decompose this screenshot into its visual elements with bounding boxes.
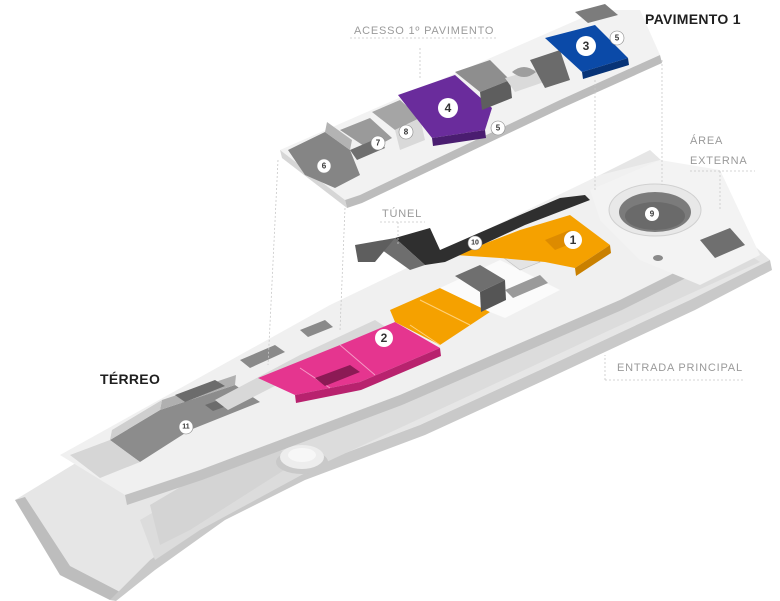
svg-text:8: 8 xyxy=(404,128,409,137)
marker-1[interactable]: 1 xyxy=(564,231,582,249)
marker-9[interactable]: 9 xyxy=(645,207,659,221)
label-acesso: ACESSO 1º PAVIMENTO xyxy=(354,25,494,37)
terrain-front-edge xyxy=(15,497,120,600)
marker-2[interactable]: 2 xyxy=(375,329,393,347)
tunnel xyxy=(395,195,590,265)
dashed-guides xyxy=(267,37,755,381)
marker-4[interactable]: 4 xyxy=(438,98,458,118)
zone-2[interactable] xyxy=(258,322,440,395)
svg-text:1: 1 xyxy=(570,233,577,247)
svg-text:7: 7 xyxy=(376,139,381,148)
marker-7[interactable]: 7 xyxy=(370,135,386,151)
label-entrada-principal: ENTRADA PRINCIPAL xyxy=(617,362,743,374)
zone-1-lower[interactable] xyxy=(390,288,490,345)
svg-text:3: 3 xyxy=(583,39,590,53)
svg-text:5: 5 xyxy=(496,124,501,133)
label-externa: EXTERNA xyxy=(690,155,748,167)
marker-11[interactable]: 11 xyxy=(178,419,194,435)
terrain-side-edge xyxy=(110,260,772,601)
marker-8[interactable]: 8 xyxy=(398,124,414,140)
svg-text:10: 10 xyxy=(471,240,479,247)
marker-3[interactable]: 3 xyxy=(576,36,596,56)
svg-text:11: 11 xyxy=(182,424,190,431)
label-tunel: TÚNEL xyxy=(382,207,422,220)
label-pavimento-1: PAVIMENTO 1 xyxy=(645,11,741,27)
svg-text:9: 9 xyxy=(650,210,655,219)
label-terreo: TÉRREO xyxy=(100,371,160,387)
zone-1[interactable] xyxy=(455,215,610,268)
marker-10[interactable]: 10 xyxy=(467,235,483,251)
svg-text:6: 6 xyxy=(322,162,327,171)
marker-5-upper[interactable]: 5 xyxy=(609,30,625,46)
marker-6[interactable]: 6 xyxy=(316,158,332,174)
lawn-area xyxy=(150,440,300,545)
label-area: ÁREA xyxy=(690,134,723,147)
svg-text:5: 5 xyxy=(615,34,620,43)
svg-text:2: 2 xyxy=(381,331,388,345)
marker-5-lower[interactable]: 5 xyxy=(490,120,506,136)
svg-text:4: 4 xyxy=(445,101,452,115)
